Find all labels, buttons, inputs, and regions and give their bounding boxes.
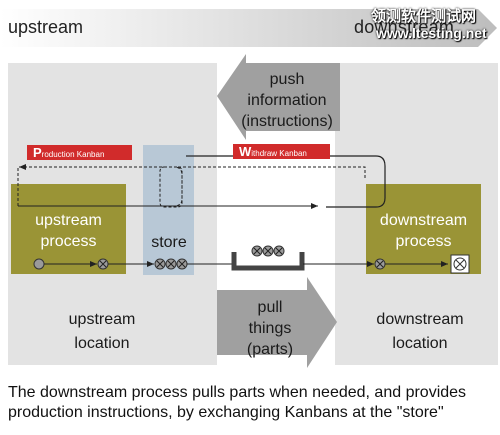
push-line-2: information [247,92,327,109]
upstream-location-line-2: location [74,335,130,352]
withdraw-loop [194,155,386,208]
caption-line-1: The downstream process pulls parts when … [8,384,467,401]
upstream-process-line-2: process [40,233,97,250]
push-information-label: push information (instructions) [232,69,342,132]
withdraw-kanban-initial: W [239,144,252,159]
pull-things-label: pull things (parts) [218,297,322,360]
upstream-process-box [11,184,126,274]
diagram-caption: The downstream process pulls parts when … [8,383,498,423]
withdraw-kanban-label: ithdraw Kanban [251,149,307,158]
store-parts [154,258,188,270]
production-kanban-initial: P [33,145,42,160]
tray-parts [251,245,285,257]
production-kanban-card: Production Kanban [27,145,132,160]
upstream-location-line-1: upstream [68,311,136,328]
dashed-store-box [159,166,183,208]
push-line-3: (instructions) [241,113,333,130]
caption-line-2: production instructions, by exchanging K… [8,404,444,421]
watermark-chinese: 领测软件测试网 [371,8,477,25]
downstream-process-line-2: process [395,233,452,250]
dashed-kanban-loop [18,166,366,207]
watermark-url: www.ltesting.net [376,25,487,41]
banner-upstream-label: upstream [8,17,84,37]
upstream-location-label: upstream location [44,308,160,356]
banner-downstream-label: downstream [354,17,455,37]
upstream-source-node [33,258,45,270]
pull-arrow [217,277,337,368]
downstream-location-line-1: downstream [376,311,464,328]
downstream-process-line-1: downstream [379,212,468,229]
upstream-process-line-1: upstream [35,212,102,229]
pull-line-1: pull [257,299,283,316]
production-kanban-label: roduction Kanban [41,150,105,159]
upstream-process-label: upstream process [11,210,126,252]
downstream-location-line-2: location [392,335,448,352]
push-arrow [217,54,340,140]
dashed-kanban-loop-upper [17,166,172,206]
downstream-location-label: downstream location [358,308,482,356]
conveyor-tray [231,252,305,271]
store-label: store [151,234,187,251]
push-line-1: push [269,71,305,88]
pull-line-2: things [248,320,292,337]
pull-line-3: (parts) [246,341,294,358]
withdraw-kanban-card: Withdraw Kanban [233,144,330,159]
downstream-process-label: downstream process [366,210,481,252]
